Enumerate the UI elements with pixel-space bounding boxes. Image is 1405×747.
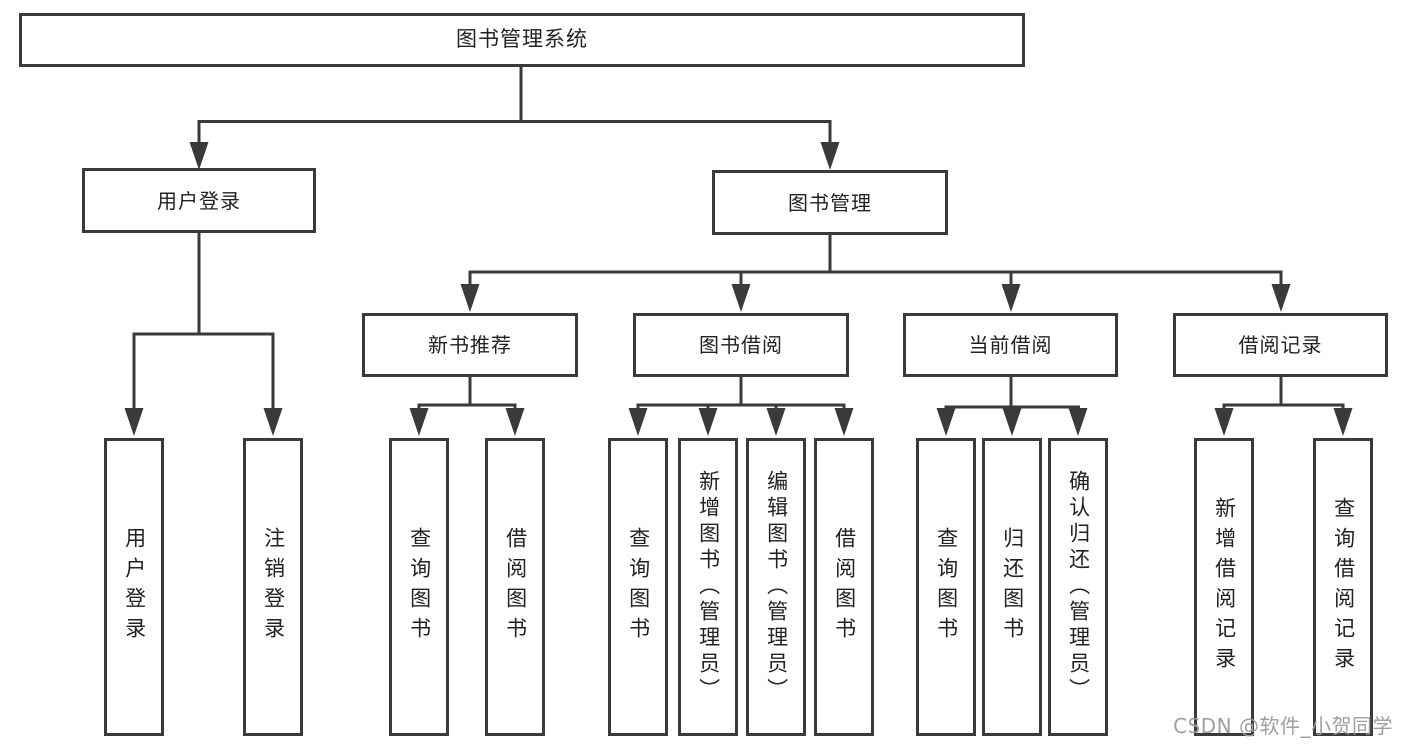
leaf-confirm-return-admin: 确认归还（管理员） (1048, 438, 1108, 736)
leaf-borrowing-query-books-label: 查询图书 (626, 527, 651, 647)
leaf-add-borrow-record-label: 新增借阅记录 (1212, 497, 1237, 677)
node-current-borrowing: 当前借阅 (903, 313, 1118, 377)
leaf-edit-books-admin: 编辑图书（管理员） (746, 438, 806, 736)
node-book-management: 图书管理 (712, 170, 948, 235)
leaf-recommend-borrow-books: 借阅图书 (485, 438, 545, 736)
leaf-user-login: 用户登录 (104, 438, 164, 736)
leaf-return-books: 归还图书 (982, 438, 1042, 736)
leaf-return-books-label: 归还图书 (1000, 527, 1025, 647)
leaf-edit-books-admin-label: 编辑图书（管理员） (764, 470, 789, 704)
node-new-book-recommendation: 新书推荐 (362, 313, 578, 377)
leaf-confirm-return-admin-label: 确认归还（管理员） (1066, 470, 1091, 704)
leaf-borrowing-borrow-books-label: 借阅图书 (832, 527, 857, 647)
node-user-login: 用户登录 (82, 168, 316, 233)
leaf-logout: 注销登录 (243, 438, 303, 736)
leaf-current-query-books: 查询图书 (916, 438, 976, 736)
leaf-recommend-query-books: 查询图书 (389, 438, 449, 736)
leaf-logout-label: 注销登录 (261, 527, 286, 647)
leaf-add-borrow-record: 新增借阅记录 (1194, 438, 1254, 736)
leaf-recommend-borrow-books-label: 借阅图书 (503, 527, 528, 647)
node-book-borrowing: 图书借阅 (633, 313, 849, 377)
leaf-current-query-books-label: 查询图书 (934, 527, 959, 647)
node-library-management-system: 图书管理系统 (19, 13, 1025, 67)
leaf-add-books-admin: 新增图书（管理员） (678, 438, 738, 736)
leaf-user-login-label: 用户登录 (122, 527, 147, 647)
leaf-borrowing-query-books: 查询图书 (608, 438, 668, 736)
leaf-recommend-query-books-label: 查询图书 (407, 527, 432, 647)
leaf-query-borrow-record: 查询借阅记录 (1313, 438, 1373, 736)
leaf-query-borrow-record-label: 查询借阅记录 (1331, 497, 1356, 677)
node-borrowing-records: 借阅记录 (1173, 313, 1388, 377)
leaf-add-books-admin-label: 新增图书（管理员） (696, 470, 721, 704)
csdn-watermark: CSDN @软件_小贺同学 (1173, 714, 1393, 738)
leaf-borrowing-borrow-books: 借阅图书 (814, 438, 874, 736)
